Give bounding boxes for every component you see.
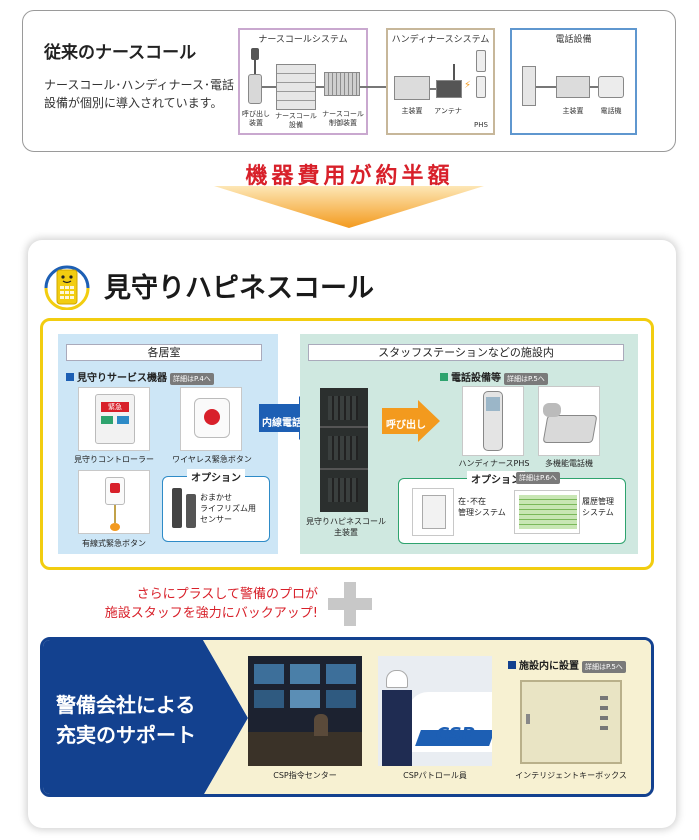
staff-section-label: 電話設備等詳細はP.5へ (440, 369, 548, 385)
telephone-icon (598, 76, 624, 98)
tel-main-unit-icon (556, 76, 590, 98)
staff-option-tag: 詳細はP.6へ (516, 472, 560, 484)
nurse-call-equipment-caption: ナースコール 設備 (275, 112, 317, 129)
csp-command-center-photo (248, 656, 362, 766)
handy-nurse-system-label: ハンディナースシステム (391, 35, 490, 45)
pbx-tower-icon (522, 66, 536, 106)
call-device-caption: 呼び出し 装置 (242, 110, 270, 127)
csp-logo: CSP (436, 724, 475, 745)
multifunction-phone-photo (538, 386, 600, 456)
watch-controller-photo: 緊急 (78, 387, 150, 451)
csp-command-center-caption: CSP指令センター (273, 771, 337, 780)
intelligent-key-box-photo (520, 680, 622, 764)
nurse-call-system-label: ナースコールシステム (258, 35, 348, 45)
nurse-call-panel-icon (276, 64, 316, 110)
life-rhythm-sensor-icon (170, 486, 200, 532)
csp-patrol-photo: CSP (378, 656, 492, 766)
call-button-device-icon (248, 48, 262, 108)
handy-main-unit-icon (394, 76, 430, 100)
tel-main-unit-caption: 主装置 (562, 107, 584, 115)
room-area-header: 各居室 (66, 344, 262, 361)
emergency-badge: 緊急 (101, 402, 129, 412)
connector-line (316, 86, 324, 88)
phs-caption: PHS (474, 121, 488, 129)
antenna-rod (453, 64, 455, 80)
wired-emergency-button-photo (78, 470, 150, 534)
wired-emergency-button-caption: 有線式緊急ボタン (82, 539, 146, 548)
antenna-caption: アンテナ (434, 107, 462, 115)
multifunction-phone-caption: 多機能電話機 (545, 459, 593, 468)
signal-icon: ⚡ (464, 80, 472, 91)
connector-line (590, 86, 598, 88)
plus-icon (328, 582, 372, 626)
cost-reduction-headline: 機器費用が約半額 (245, 164, 454, 189)
presence-system-photo (412, 488, 454, 536)
staff-area-header: スタッフステーションなどの施設内 (308, 344, 624, 361)
staff-section-tag: 詳細はP.5へ (504, 373, 548, 385)
wireless-emergency-button-photo (180, 387, 242, 451)
brand-title: 見守りハピネスコール (104, 273, 374, 304)
facility-section-tag: 詳細はP.5へ (582, 661, 626, 673)
nurse-call-controller-caption: ナースコール 制御装置 (322, 110, 364, 127)
wireless-emergency-button-caption: ワイヤレス緊急ボタン (172, 455, 252, 464)
phone-mascot-logo-icon (44, 265, 90, 310)
history-system-caption: 履歴管理 システム (582, 497, 614, 517)
main-unit-caption: 見守りハピネスコール 主装置 (306, 517, 386, 537)
csp-patrol-caption: CSPパトロール員 (403, 771, 467, 780)
connector-line (360, 86, 390, 88)
plus-message: さらにプラスして警備のプロが 施設スタッフを強力にバックアップ! (104, 587, 318, 621)
traditional-title: 従来のナースコール (44, 43, 197, 63)
intelligent-key-box-caption: インテリジェントキーボックス (515, 771, 627, 780)
connector-line (262, 86, 276, 88)
antenna-icon (436, 80, 462, 98)
life-rhythm-sensor-caption: おまかせ ライフリズム用 センサー (200, 493, 256, 524)
nurse-call-controller-icon (324, 72, 360, 96)
support-title: 警備会社による 充実のサポート (56, 693, 196, 747)
phs-icon (476, 50, 486, 72)
handy-main-unit-caption: 主装置 (401, 107, 423, 115)
staff-option-title: オプション (467, 471, 525, 486)
room-section-tag: 詳細はP.4へ (170, 373, 214, 385)
handy-nurse-phs-photo (462, 386, 524, 456)
extension-call-label: 内線電話 (262, 418, 302, 429)
connector-line (536, 86, 556, 88)
traditional-description: ナースコール･ハンディナース･電話設備が個別に導入されています。 (44, 78, 234, 110)
main-unit-photo (320, 388, 368, 512)
facility-section-label: 施設内に設置詳細はP.5へ (508, 657, 626, 673)
connector-line (430, 88, 436, 90)
call-arrow-icon (382, 400, 440, 442)
phs-icon (476, 76, 486, 98)
room-option-title: オプション (187, 469, 245, 484)
telephone-caption: 電話機 (600, 107, 622, 115)
watch-controller-caption: 見守りコントローラー (74, 455, 154, 464)
presence-system-caption: 在･不在 管理システム (458, 497, 506, 517)
down-arrow-icon (214, 186, 484, 228)
history-system-photo (514, 490, 580, 534)
telephone-system-label: 電話設備 (555, 35, 592, 45)
call-label: 呼び出し (386, 420, 426, 431)
room-section-label: 見守りサービス機器詳細はP.4へ (66, 369, 214, 385)
handy-nurse-phs-caption: ハンディナースPHS (458, 459, 530, 468)
